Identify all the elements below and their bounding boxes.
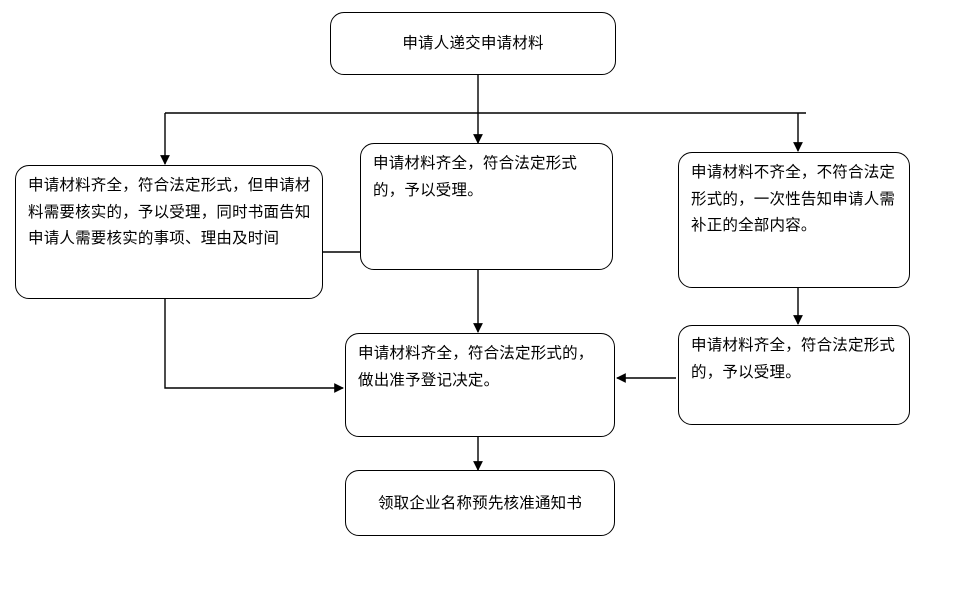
node-submit-label: 申请人递交申请材料: [402, 34, 544, 53]
node-verify-needed[interactable]: 申请材料齐全，符合法定形式，但申请材料需要核实的，予以受理，同时书面告知申请人需…: [15, 165, 323, 299]
node-verify-needed-label: 申请材料齐全，符合法定形式，但申请材料需要核实的，予以受理，同时书面告知申请人需…: [28, 176, 311, 248]
node-receive-notice-label: 领取企业名称预先核准通知书: [377, 493, 583, 512]
node-incomplete-notice[interactable]: 申请材料不齐全，不符合法定形式的，一次性告知申请人需补正的全部内容。: [678, 152, 910, 288]
node-submit[interactable]: 申请人递交申请材料: [330, 12, 616, 75]
edge-verify-needed-to-approve: [164, 299, 344, 393]
node-receive-notice[interactable]: 领取企业名称预先核准通知书: [345, 470, 615, 536]
node-approve-registration-label: 申请材料齐全，符合法定形式的，做出准予登记决定。: [358, 344, 594, 389]
node-accept-after-correction-label: 申请材料齐全，符合法定形式的，予以受理。: [691, 336, 896, 381]
node-accept-complete[interactable]: 申请材料齐全，符合法定形式的，予以受理。: [360, 143, 613, 270]
node-incomplete-notice-label: 申请材料不齐全，不符合法定形式的，一次性告知申请人需补正的全部内容。: [691, 163, 896, 235]
node-accept-complete-label: 申请材料齐全，符合法定形式的，予以受理。: [373, 154, 578, 199]
node-approve-registration[interactable]: 申请材料齐全，符合法定形式的，做出准予登记决定。: [345, 333, 615, 437]
node-accept-after-correction[interactable]: 申请材料齐全，符合法定形式的，予以受理。: [678, 325, 910, 425]
